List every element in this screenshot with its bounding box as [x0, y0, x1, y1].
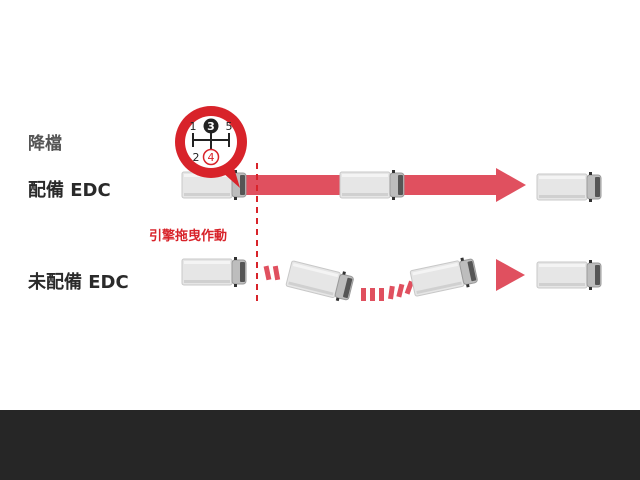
- gear-label-1: 1: [190, 120, 197, 133]
- jerk-dashes: [263, 265, 414, 301]
- truck-icon: [284, 258, 356, 304]
- footer-band: [0, 410, 640, 480]
- downshift-label: 降檔: [28, 134, 62, 154]
- truck-icon: [339, 169, 405, 201]
- gear-label-5: 5: [226, 120, 233, 133]
- with-edc-label: 配備 EDC: [28, 180, 111, 201]
- engine-brake-label: 引擎拖曳作動: [149, 229, 228, 244]
- gear-shift-icon: 1 3 5 2 4: [175, 106, 247, 188]
- gear-label-4: 4: [208, 151, 215, 164]
- gear-label-2: 2: [193, 151, 200, 164]
- truck-icon: [409, 255, 479, 299]
- truck-icon: [536, 171, 602, 203]
- truck-icon: [181, 256, 247, 288]
- truck-icon: [536, 259, 602, 291]
- gear-label-3: 3: [207, 120, 215, 133]
- play-triangle-icon: [496, 259, 525, 291]
- without-edc-label: 未配備 EDC: [28, 272, 129, 293]
